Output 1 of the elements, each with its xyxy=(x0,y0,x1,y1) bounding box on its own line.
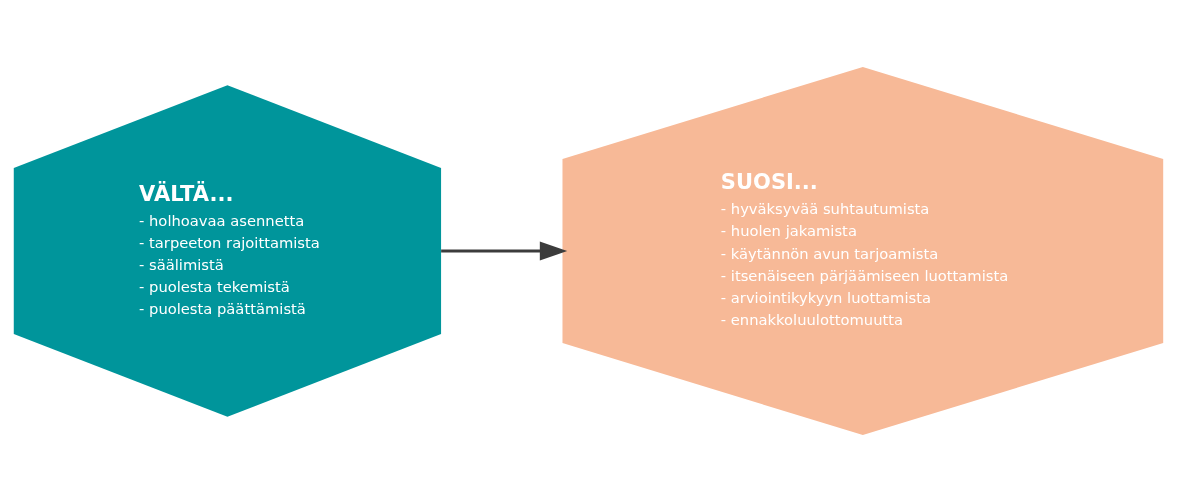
arrow xyxy=(441,240,568,261)
